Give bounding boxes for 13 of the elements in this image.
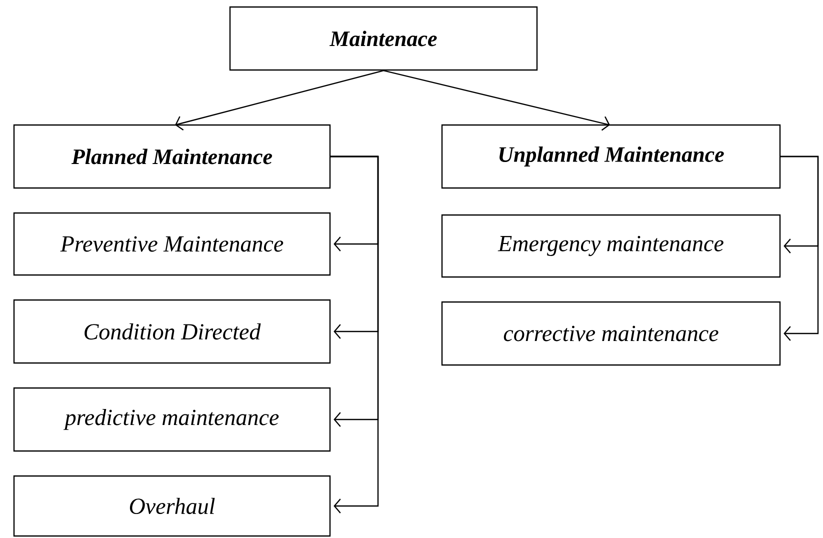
arrow <box>383 70 610 131</box>
maintenance-type-box: Emergency maintenance <box>441 214 781 278</box>
category-box: Maintenace <box>229 6 538 71</box>
maintenance-type-box: predictive maintenance <box>13 387 331 452</box>
maintenance-type-box: Condition Directed <box>13 299 331 364</box>
arrow <box>330 156 379 514</box>
maintenance-type-box: Preventive Maintenance <box>13 212 331 276</box>
category-box: Unplanned Maintenance <box>441 124 781 189</box>
maintenance-type-box: corrective maintenance <box>441 301 781 366</box>
category-box: Planned Maintenance <box>13 124 331 189</box>
maintenance-type-box: Overhaul <box>13 475 331 537</box>
arrow <box>175 70 384 131</box>
arrow <box>780 156 819 341</box>
